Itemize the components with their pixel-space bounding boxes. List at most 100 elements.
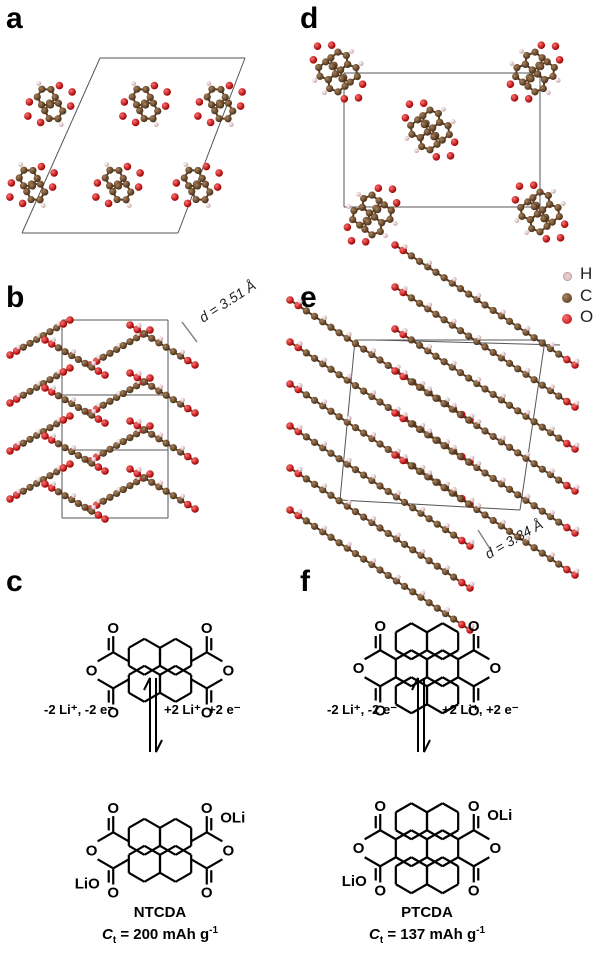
atom-c xyxy=(311,523,318,530)
atom-c xyxy=(385,488,392,495)
atom-h xyxy=(556,78,561,83)
atom-c xyxy=(55,488,62,495)
atom-c xyxy=(120,438,127,445)
bond xyxy=(98,859,114,868)
atom-h xyxy=(546,90,551,95)
atom-c xyxy=(201,196,208,203)
atom-c xyxy=(419,112,426,119)
atom-c xyxy=(350,207,357,214)
atom-h xyxy=(137,371,142,376)
atom-c xyxy=(224,115,231,122)
atom-c xyxy=(38,86,45,93)
atom-o xyxy=(8,179,16,187)
atom-h xyxy=(396,491,401,496)
atom-o xyxy=(191,505,199,513)
atom-c xyxy=(222,94,229,101)
atom-c xyxy=(386,216,393,223)
atom-c xyxy=(356,222,363,229)
atom-c xyxy=(539,508,546,515)
atom-c xyxy=(378,219,385,226)
atom-c xyxy=(555,434,562,441)
atom-h xyxy=(476,419,481,424)
atom-h xyxy=(575,401,580,406)
atom-o xyxy=(126,321,134,329)
atom-h xyxy=(298,509,303,514)
reaction-delithiation-ptcda: -2 Li⁺, -2 e⁻ xyxy=(327,702,397,718)
atom-c xyxy=(481,343,488,350)
capacity-value: = 137 mAh g xyxy=(383,926,476,943)
atom-label-oli: OLi xyxy=(487,807,512,824)
atom-h xyxy=(180,446,185,451)
atom-h xyxy=(154,122,159,127)
atom-o xyxy=(525,95,533,103)
atom-c xyxy=(539,424,546,431)
atom-o xyxy=(511,94,519,102)
atom-c xyxy=(530,334,537,341)
atom-c xyxy=(52,94,59,101)
atom-c xyxy=(555,518,562,525)
atom-o xyxy=(516,182,524,190)
atom-c xyxy=(408,294,415,301)
atom-o xyxy=(94,179,102,187)
atom-c xyxy=(149,115,156,122)
atom-c xyxy=(440,400,447,407)
atom-h xyxy=(452,487,457,492)
capacity-unit-exponent: -1 xyxy=(209,925,218,936)
atom-h xyxy=(312,78,317,83)
atom-h xyxy=(137,419,142,424)
atom-c xyxy=(133,86,140,93)
atom-o xyxy=(136,169,144,177)
legend-c-dot xyxy=(562,293,572,303)
atom-c xyxy=(106,446,113,453)
atom-c xyxy=(26,388,33,395)
atom-c xyxy=(409,504,416,511)
atom-o xyxy=(375,184,383,192)
capacity-unit-exponent: -1 xyxy=(476,925,485,936)
atom-c xyxy=(141,330,148,337)
atom-c xyxy=(38,101,45,108)
atom-c xyxy=(481,469,488,476)
atom-h xyxy=(322,483,327,488)
atom-h xyxy=(371,348,376,353)
atom-c xyxy=(514,323,521,330)
bond xyxy=(474,677,490,686)
atom-c xyxy=(170,444,177,451)
atom-c xyxy=(311,397,318,404)
atom-h xyxy=(158,384,163,389)
atom-h xyxy=(127,203,132,208)
atom-c xyxy=(46,472,53,479)
atom-c xyxy=(148,431,155,438)
atom-h xyxy=(51,433,56,438)
atom-o xyxy=(121,98,129,106)
atom-h xyxy=(421,507,426,512)
atom-c xyxy=(434,521,441,528)
atom-c xyxy=(481,385,488,392)
atom-c xyxy=(540,85,547,92)
atom-c xyxy=(106,398,113,405)
atom-c xyxy=(408,420,415,427)
atom-c xyxy=(360,195,367,202)
atom-label-o: O xyxy=(468,618,480,635)
atom-o xyxy=(286,338,294,346)
atom-c xyxy=(432,311,439,318)
atom-c xyxy=(329,63,336,70)
atom-c xyxy=(457,411,464,418)
atom-c xyxy=(20,440,27,447)
atom-h xyxy=(383,233,388,238)
atom-c xyxy=(311,313,318,320)
atom-label-lio: LiO xyxy=(75,875,100,892)
bond xyxy=(113,859,129,868)
atom-c xyxy=(385,404,392,411)
atom-c xyxy=(170,396,177,403)
bond xyxy=(176,639,192,648)
atom-c xyxy=(440,484,447,491)
atom-c xyxy=(303,391,310,398)
atom-c xyxy=(408,336,415,343)
atom-h xyxy=(509,61,514,66)
atom-o xyxy=(286,464,294,472)
atom-h xyxy=(36,81,41,86)
atom-o xyxy=(391,409,399,417)
atom-c xyxy=(539,466,546,473)
legend-h-dot xyxy=(563,272,572,281)
atom-c xyxy=(465,458,472,465)
